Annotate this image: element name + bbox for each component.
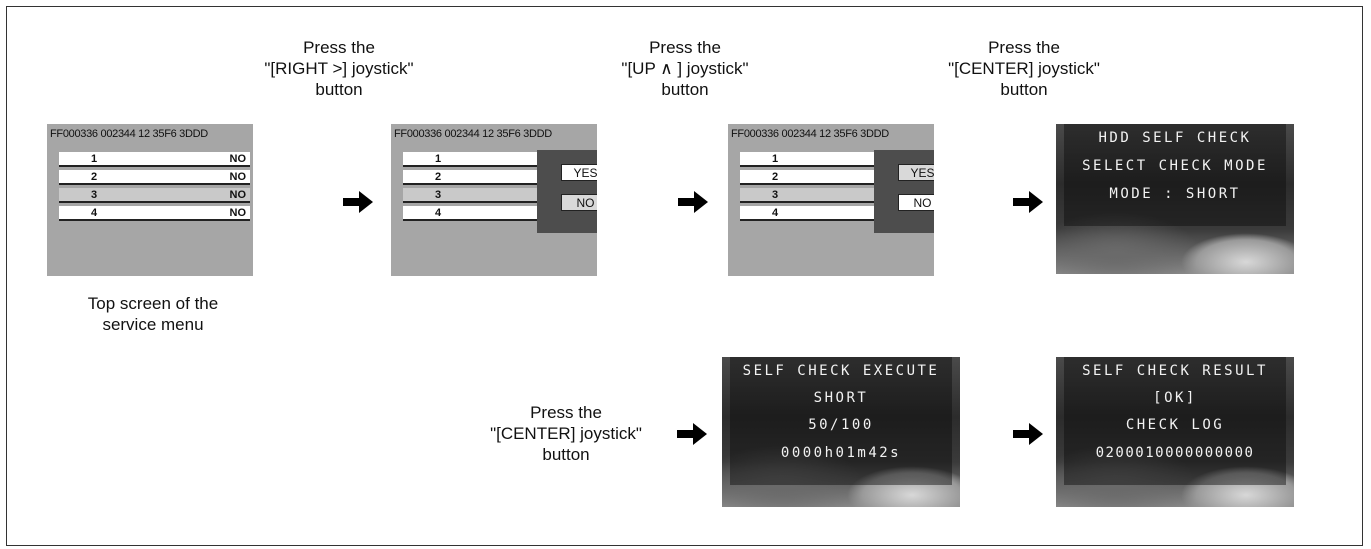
caption-line: Press the bbox=[649, 38, 721, 57]
caption-press-right: Press the "[RIGHT >] joystick" button bbox=[244, 37, 434, 100]
menu-header: FF000336 002344 12 35F6 3DDD bbox=[50, 128, 208, 140]
no-button[interactable]: NO bbox=[898, 194, 934, 211]
no-button[interactable]: NO bbox=[561, 194, 597, 211]
menu-header: FF000336 002344 12 35F6 3DDD bbox=[394, 128, 552, 140]
text-overlay bbox=[1064, 124, 1286, 226]
screen-line: CHECK LOG bbox=[1125, 417, 1225, 433]
screen-line: SELF CHECK EXECUTE bbox=[742, 363, 940, 379]
caption-line: "[RIGHT >] joystick" bbox=[264, 59, 414, 78]
row-number: 3 bbox=[772, 189, 779, 201]
caption-line: button bbox=[1000, 80, 1048, 99]
row-number: 1 bbox=[435, 153, 442, 165]
row-number: 2 bbox=[435, 171, 442, 183]
caption-line: "[CENTER] joystick" bbox=[490, 424, 642, 443]
caption-line: button bbox=[315, 80, 363, 99]
caption-line: "[CENTER] joystick" bbox=[948, 59, 1100, 78]
row-number: 4 bbox=[91, 207, 98, 219]
caption-press-center-bottom: Press the "[CENTER] joystick" button bbox=[466, 402, 666, 465]
row-number: 1 bbox=[91, 153, 98, 165]
menu-header: FF000336 002344 12 35F6 3DDD bbox=[731, 128, 889, 140]
text-overlay bbox=[730, 357, 952, 485]
screen-line: SHORT bbox=[813, 390, 869, 406]
row-number: 2 bbox=[91, 171, 98, 183]
caption-line: Top screen of the bbox=[87, 294, 219, 313]
screen-line: 0200010000000000 bbox=[1095, 445, 1255, 461]
screen-line: 50/100 bbox=[808, 417, 874, 433]
screen-line: 0000h01m42s bbox=[780, 445, 902, 461]
screen-line: SELECT CHECK MODE bbox=[1082, 158, 1268, 174]
screen-line: SELF CHECK RESULT bbox=[1082, 363, 1268, 379]
caption-line: Press the bbox=[988, 38, 1060, 57]
caption-line: Press the bbox=[530, 403, 602, 422]
right-arrow-icon bbox=[1013, 191, 1043, 213]
caption-top-screen: Top screen of the service menu bbox=[48, 293, 258, 335]
row-number: 3 bbox=[91, 189, 98, 201]
right-arrow-icon bbox=[677, 423, 707, 445]
menu-row: 2 NO bbox=[59, 170, 250, 185]
menu-row-highlighted: 3 NO bbox=[59, 188, 250, 203]
caption-press-up: Press the "[UP ∧ ] joystick" button bbox=[590, 37, 780, 100]
row-value: NO bbox=[229, 189, 247, 201]
confirm-dialog: YES NO bbox=[874, 150, 934, 233]
yes-button[interactable]: YES bbox=[898, 164, 934, 181]
row-value: NO bbox=[229, 207, 247, 219]
menu-row: 4 NO bbox=[59, 206, 250, 221]
caption-press-center-top: Press the "[CENTER] joystick" button bbox=[924, 37, 1124, 100]
screen-line: [OK] bbox=[1153, 390, 1197, 406]
right-arrow-icon bbox=[343, 191, 373, 213]
caption-line: service menu bbox=[102, 315, 204, 334]
screen-line: MODE : SHORT bbox=[1109, 186, 1241, 202]
caption-line: "[UP ∧ ] joystick" bbox=[621, 59, 749, 78]
caption-line: Press the bbox=[303, 38, 375, 57]
confirm-dialog: YES NO bbox=[537, 150, 597, 233]
yes-button[interactable]: YES bbox=[561, 164, 597, 181]
hdd-self-check-screen: HDD SELF CHECK SELECT CHECK MODE MODE : … bbox=[1056, 124, 1294, 274]
service-menu-dialog-yes-screen: FF000336 002344 12 35F6 3DDD 1NO 2NO 3NO… bbox=[728, 124, 934, 276]
right-arrow-icon bbox=[678, 191, 708, 213]
self-check-execute-screen: SELF CHECK EXECUTE SHORT 50/100 0000h01m… bbox=[722, 357, 960, 507]
row-number: 1 bbox=[772, 153, 779, 165]
caption-line: button bbox=[542, 445, 590, 464]
caption-line: button bbox=[661, 80, 709, 99]
row-number: 2 bbox=[772, 171, 779, 183]
service-menu-dialog-screen: FF000336 002344 12 35F6 3DDD 1NO 2NO 3NO… bbox=[391, 124, 597, 276]
self-check-result-screen: SELF CHECK RESULT [OK] CHECK LOG 0200010… bbox=[1056, 357, 1294, 507]
row-value: NO bbox=[229, 171, 247, 183]
row-number: 4 bbox=[435, 207, 442, 219]
row-number: 4 bbox=[772, 207, 779, 219]
right-arrow-icon bbox=[1013, 423, 1043, 445]
menu-row: 1 NO bbox=[59, 152, 250, 167]
screen-line: HDD SELF CHECK bbox=[1098, 130, 1252, 146]
diagram-frame bbox=[6, 6, 1363, 546]
row-number: 3 bbox=[435, 189, 442, 201]
row-value: NO bbox=[229, 153, 247, 165]
text-overlay bbox=[1064, 357, 1286, 485]
